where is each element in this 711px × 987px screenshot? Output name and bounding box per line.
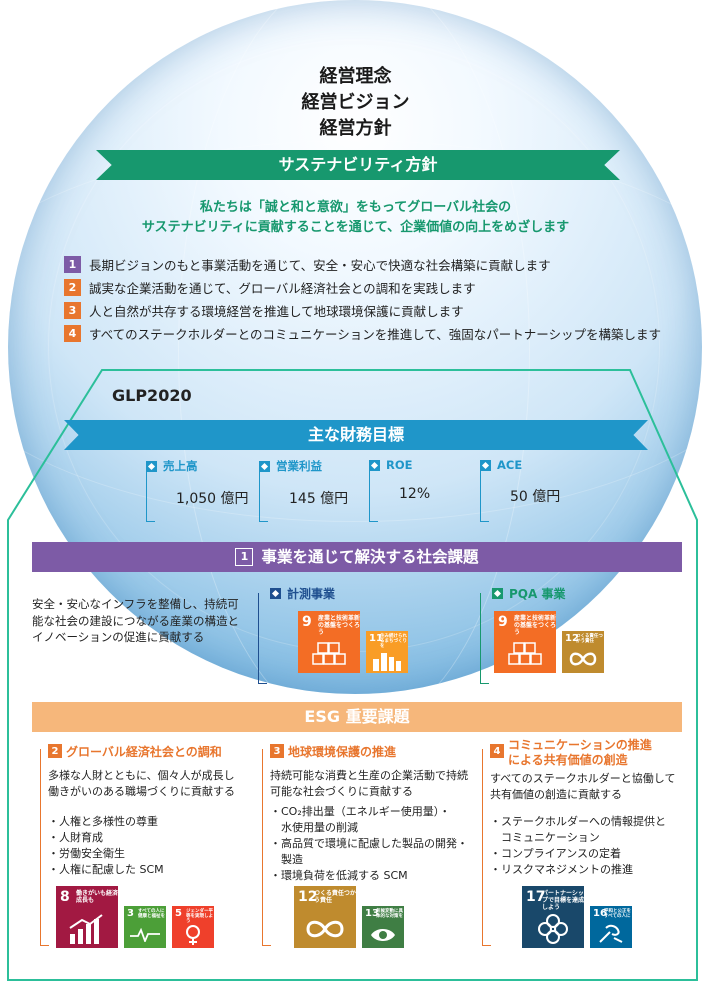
issue-banner-text: 事業を通じて解決する社会課題 xyxy=(261,548,479,566)
sdg-9-icon: 9 産業と技術革新の基盤をつくろう xyxy=(298,611,360,673)
sdg-13-icon: 13 気候変動に具体的な対策を xyxy=(362,906,404,948)
esg-list: ・CO₂排出量（エネルギー使用量）・ 水使用量の削減 ・高品質で環境に配慮した製… xyxy=(270,804,468,884)
diamond-icon xyxy=(270,588,281,599)
sdg-17-icon: 17 パートナーシップで目標を達成しよう xyxy=(522,886,584,948)
list-item: ・労働安全衛生 xyxy=(48,847,125,860)
list-item: ・CO₂排出量（エネルギー使用量）・ xyxy=(270,805,451,818)
list-item: 水使用量の削減 xyxy=(270,821,358,834)
corporate-philosophy-title: 経営理念 xyxy=(319,66,392,87)
sdg-3-icon: 3 すべての人に健康と福祉を xyxy=(124,906,166,948)
target-sales: 売上高 1,050 億円 xyxy=(146,458,256,522)
business-title: PQA 事業 xyxy=(509,587,566,601)
diamond-icon xyxy=(259,460,270,472)
bracket xyxy=(40,749,49,946)
list-item: ・コンプライアンスの定着 xyxy=(490,847,622,860)
target-value: 50 億円 xyxy=(510,489,561,505)
esg-head-3: 3 地球環境保護の推進 xyxy=(270,743,396,760)
esg-number-badge: 4 xyxy=(490,744,504,758)
esg-title: グローバル経済社会との調和 xyxy=(66,745,222,759)
esg-number-badge: 3 xyxy=(270,744,284,758)
policy-item-text: すべてのステークホルダーとのコミュニケーションを推進して、強固なパートナーシップ… xyxy=(89,326,662,342)
policy-item-4: 4 すべてのステークホルダーとのコミュニケーションを推進して、強固なパートナーシ… xyxy=(64,323,661,343)
financial-targets-banner: 主な財務目標 xyxy=(64,420,648,450)
sdg-11-icon: 11 住み続けられるまちづくりを xyxy=(366,631,408,673)
policy-number-badge: 4 xyxy=(64,324,81,342)
sdg-16-icon: 16 平和と公正をすべての人に xyxy=(590,906,632,948)
target-value: 145 億円 xyxy=(289,491,349,507)
business-title: 計測事業 xyxy=(287,587,336,601)
esg-head-4: 4 コミュニケーションの推進 による共有価値の創造 xyxy=(490,738,690,768)
esg-description: すべてのステークホルダーと協働して共有価値の創造に貢献する xyxy=(490,772,676,801)
esg-description: 多様な人財とともに、個々人が成長し働きがいのある職場づくりに貢献する xyxy=(48,769,235,798)
policy-number-badge: 1 xyxy=(64,255,81,273)
list-item: ・環境負荷を低減する SCM xyxy=(270,869,408,882)
bracket xyxy=(482,749,491,946)
target-label: 売上高 xyxy=(163,459,198,473)
list-item: コミュニケーション xyxy=(490,831,600,844)
issue-number-badge: 1 xyxy=(235,548,254,566)
esg-list: ・ステークホルダーへの情報提供と コミュニケーション ・コンプライアンスの定着 … xyxy=(490,814,666,878)
policy-statement-line2: サステナビリティに貢献することを通じて、企業価値の向上をめざします xyxy=(141,220,570,235)
target-label: ACE xyxy=(497,458,523,472)
target-value: 1,050 億円 xyxy=(176,491,249,507)
bracket xyxy=(262,749,271,946)
sdg-5-icon: 5 ジェンダー平等を実現しよう xyxy=(172,906,214,948)
policy-item-2: 2 誠実な企業活動を通じて、グローバル経済社会との調和を実践します xyxy=(64,277,476,297)
bracket xyxy=(146,465,155,522)
list-item: ・リスクマネジメントの推進 xyxy=(490,863,633,876)
sdg-8-icon: 8 働きがいも経済成長も xyxy=(56,886,118,948)
target-label: ROE xyxy=(386,458,413,472)
pqa-business: PQA 事業 9 産業と技術革新の基盤をつくろう 12 つくる責任つかう責任 xyxy=(480,585,680,685)
sustainability-policy-banner: サステナビリティ方針 xyxy=(96,150,620,180)
bracket xyxy=(369,465,378,522)
esg-title: 地球環境保護の推進 xyxy=(288,745,397,759)
esg-head-2: 2 グローバル経済社会との調和 xyxy=(48,743,222,760)
social-issue-description: 安全・安心なインフラを整備し、持続可能な社会の建設につながる産業の構造とイノベー… xyxy=(32,597,239,644)
policy-item-text: 人と自然が共存する環境経営を推進して地球環境保護に貢献します xyxy=(89,303,464,319)
target-ace: ACE 50 億円 xyxy=(480,458,590,522)
management-policy-title: 経営方針 xyxy=(319,118,392,139)
policy-item-text: 長期ビジョンのもと事業活動を通じて、安全・安心で快適な社会構築に貢献します xyxy=(89,257,551,273)
list-item: 製造 xyxy=(270,853,303,866)
corporate-vision-title: 経営ビジョン xyxy=(301,92,410,113)
target-roe: ROE 12% xyxy=(369,458,479,522)
policy-number-badge: 3 xyxy=(64,301,81,319)
bracket xyxy=(258,593,267,684)
policy-statement-line1: 私たちは「誠と和と意欲」をもってグローバル社会の xyxy=(199,200,512,215)
social-issue-banner: 1 事業を通じて解決する社会課題 xyxy=(32,542,682,572)
target-operating-profit: 営業利益 145 億円 xyxy=(259,458,369,522)
sdg-12-icon: 12 つくる責任つかう責任 xyxy=(294,886,356,948)
list-item: ・ステークホルダーへの情報提供と xyxy=(490,815,666,828)
measurement-business: 計測事業 9 産業と技術革新の基盤をつくろう 11 住み続けられるまちづくりを xyxy=(258,585,458,685)
sdg-12-icon: 12 つくる責任つかう責任 xyxy=(562,631,604,673)
esg-number-badge: 2 xyxy=(48,744,62,758)
diamond-icon xyxy=(492,588,503,599)
glp-frame-outline xyxy=(7,369,698,981)
list-item: ・人権に配慮した SCM xyxy=(48,863,164,876)
esg-list: ・人権と多様性の尊重 ・人財育成 ・労働安全衛生 ・人権に配慮した SCM xyxy=(48,814,164,878)
glp-title: GLP2020 xyxy=(112,386,192,405)
target-label: 営業利益 xyxy=(276,459,322,473)
globe-background xyxy=(0,0,711,732)
policy-item-1: 1 長期ビジョンのもと事業活動を通じて、安全・安心で快適な社会構築に貢献します xyxy=(64,254,551,274)
bracket xyxy=(480,465,489,522)
list-item: ・人権と多様性の尊重 xyxy=(48,815,158,828)
policy-item-text: 誠実な企業活動を通じて、グローバル経済社会との調和を実践します xyxy=(89,280,476,296)
esg-banner: ESG 重要課題 xyxy=(32,702,682,732)
diamond-icon xyxy=(369,459,380,471)
target-value: 12% xyxy=(399,486,431,502)
diamond-icon xyxy=(146,460,157,472)
bracket xyxy=(259,465,268,522)
sdg-9-icon: 9 産業と技術革新の基盤をつくろう xyxy=(494,611,556,673)
esg-title-line1: コミュニケーションの推進 xyxy=(508,738,652,752)
esg-title-line2: による共有価値の創造 xyxy=(508,753,628,767)
list-item: ・高品質で環境に配慮した製品の開発・ xyxy=(270,837,468,850)
policy-number-badge: 2 xyxy=(64,278,81,296)
esg-description: 持続可能な消費と生産の企業活動で持続可能な社会づくりに貢献する xyxy=(270,769,468,798)
bracket xyxy=(480,593,489,684)
policy-item-3: 3 人と自然が共存する環境経営を推進して地球環境保護に貢献します xyxy=(64,300,464,320)
diamond-icon xyxy=(480,459,491,471)
list-item: ・人財育成 xyxy=(48,831,103,844)
